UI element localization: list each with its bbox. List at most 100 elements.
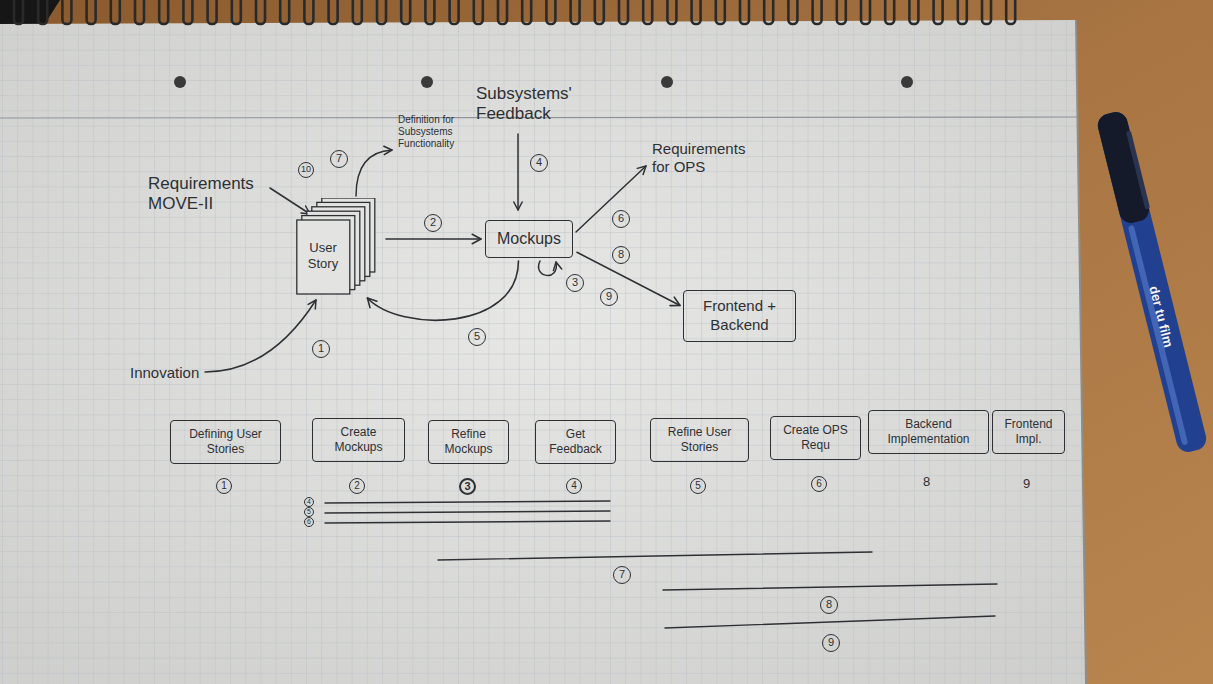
- callout-number: 6: [304, 517, 314, 527]
- callout-number: 9: [600, 288, 618, 306]
- timeline-bars: [325, 501, 997, 628]
- spiral-ring: [837, 0, 846, 24]
- node-text: User Story: [299, 240, 347, 273]
- spiral-ring: [934, 0, 943, 24]
- callout-number: 5: [468, 328, 486, 346]
- leader-line: [270, 188, 310, 214]
- process-box: Frontend Impl.: [992, 410, 1065, 454]
- spiral-ring: [788, 0, 797, 24]
- spiral-binding: [14, 0, 1015, 24]
- spiral-ring: [958, 0, 967, 24]
- callout-number: 10: [298, 162, 314, 178]
- pen-body: [1095, 110, 1208, 455]
- node-text: Backend Implementation: [876, 417, 982, 447]
- spiral-ring: [377, 0, 386, 24]
- spiral-ring: [546, 0, 555, 24]
- spiral-ring: [14, 0, 23, 24]
- process-box: Frontend + Backend: [683, 290, 796, 342]
- spiral-ring: [667, 0, 676, 24]
- grid-lines: [0, 20, 1086, 684]
- arrow-head: [367, 298, 377, 308]
- spiral-ring: [38, 0, 47, 24]
- callout-number: 4: [566, 478, 582, 494]
- annotation-text: Definition for Subsystems Functionality: [398, 114, 482, 150]
- spiral-ring: [498, 0, 507, 24]
- spiral-ring: [159, 0, 168, 24]
- spiral-ring: [62, 0, 71, 24]
- connector-line: [386, 238, 481, 240]
- annotation-text: Subsystems' Feedback: [476, 84, 588, 125]
- punch-hole: [661, 76, 673, 88]
- flow-arrow: [577, 252, 680, 305]
- spiral-ring: [619, 0, 628, 24]
- callout-number: 7: [613, 566, 631, 584]
- timeline-line: [325, 501, 610, 503]
- process-box: Create OPS Requ: [770, 416, 861, 460]
- annotation-text: Innovation: [130, 364, 199, 382]
- callout-number: 1: [312, 340, 330, 358]
- callout-number: 4: [530, 154, 548, 172]
- callout-number: 1: [216, 478, 232, 494]
- spiral-ring: [813, 0, 822, 24]
- pen-highlight: [1128, 225, 1188, 446]
- spiral-ring: [643, 0, 652, 24]
- callout-number: 5: [690, 478, 706, 494]
- arrow-head: [472, 234, 481, 243]
- spiral-ring: [764, 0, 773, 24]
- stack-outline: [296, 198, 380, 295]
- arrow-head: [308, 300, 316, 309]
- spiral-ring: [450, 0, 459, 24]
- spiral-ring: [401, 0, 410, 24]
- callout-number: 8: [820, 596, 838, 614]
- callout-number: 3: [566, 274, 584, 292]
- callout-number: 3: [459, 478, 476, 495]
- spiral-ring: [595, 0, 604, 24]
- arrow-head: [514, 202, 522, 210]
- spiral-ring: [909, 0, 918, 24]
- pen-print: der tu film: [1144, 276, 1178, 357]
- arrow-head: [553, 262, 561, 271]
- leader-line: [576, 166, 646, 232]
- callout-number: 4: [304, 497, 314, 507]
- notebook-page: [0, 20, 1086, 684]
- spiral-ring: [135, 0, 144, 24]
- node-text: Refine Mockups: [436, 427, 502, 457]
- connector-line: [367, 261, 518, 320]
- spiral-ring: [87, 0, 96, 24]
- spiral-ring: [256, 0, 265, 24]
- spiral-ring: [885, 0, 894, 24]
- pen-clip: [1126, 131, 1150, 210]
- callout-number: 2: [349, 478, 365, 494]
- arrow-head: [670, 297, 680, 305]
- callout-number: 2: [424, 214, 442, 232]
- leader-line: [356, 150, 392, 196]
- spiral-ring: [304, 0, 313, 24]
- spiral-ring: [329, 0, 338, 24]
- node-text: Create Mockups: [320, 425, 398, 455]
- pen-cap: [1095, 110, 1151, 226]
- process-box: Refine User Stories: [650, 418, 749, 462]
- spiral-ring: [232, 0, 241, 24]
- spiral-ring: [111, 0, 120, 24]
- punch-hole: [174, 76, 186, 88]
- spiral-ring: [716, 0, 725, 24]
- spiral-ring: [522, 0, 531, 24]
- flow-arrow: [386, 234, 481, 243]
- timeline-line: [325, 521, 610, 523]
- node-text: Mockups: [497, 229, 561, 249]
- node-text: Frontend Impl.: [1000, 417, 1058, 447]
- process-box: Create Mockups: [312, 418, 405, 462]
- spiral-ring: [208, 0, 217, 24]
- node-text: Frontend + Backend: [699, 297, 781, 335]
- flow-arrow: [367, 261, 518, 320]
- punch-hole: [901, 76, 913, 88]
- callout-number: 8: [612, 246, 630, 264]
- process-box: Mockups: [485, 220, 573, 258]
- process-box: Get Feedback: [535, 420, 616, 464]
- spiral-ring: [183, 0, 192, 24]
- pen: [1095, 109, 1209, 454]
- timeline-line: [665, 616, 995, 628]
- user-story-stack: User Story: [296, 198, 380, 295]
